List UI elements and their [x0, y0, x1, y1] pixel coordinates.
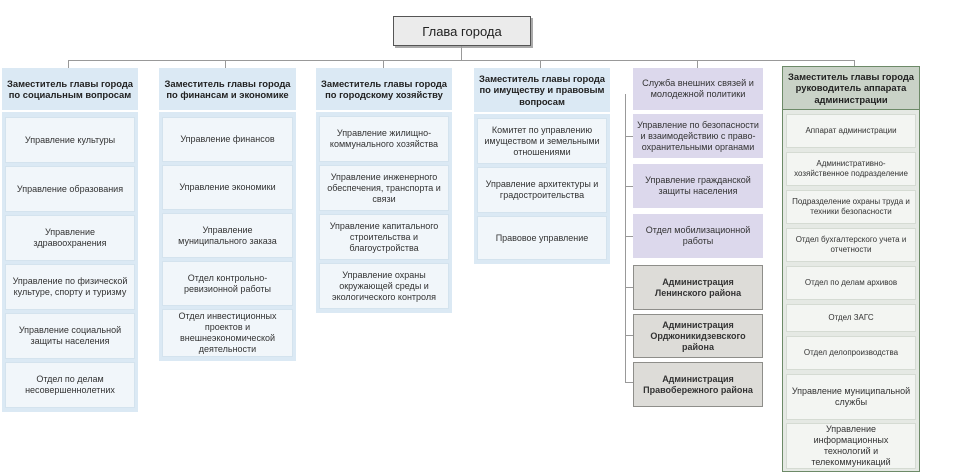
unit-label: Управление образования: [16, 183, 124, 194]
unit-label: Управление социальной защиты населения: [18, 325, 122, 346]
connector-col1: [68, 60, 69, 68]
district-admin-box: Администрация Правобережного района: [633, 362, 763, 407]
column-head-apparatus: Заместитель главы города руководитель ап…: [782, 66, 920, 110]
connector-col2: [225, 60, 226, 68]
column-head-finance: Заместитель главы города по финансам и э…: [159, 68, 296, 110]
unit-box: Управление экономики: [162, 165, 293, 210]
unit-box: Подразделение охраны труда и техники без…: [786, 190, 916, 224]
unit-label: Управление жилищно-коммунального хозяйст…: [329, 128, 439, 149]
connector-col5-branch: [625, 236, 633, 237]
unit-box: Управление культуры: [5, 117, 135, 163]
connector-col5-branch: [625, 186, 633, 187]
unit-box: Управление здравоохранения: [5, 215, 135, 261]
unit-label: Управление архитектуры и градостроительс…: [485, 179, 599, 200]
unit-box: Отдел мобилизационной работы: [633, 214, 763, 258]
unit-label: Администрация Правобережного района: [643, 373, 753, 395]
unit-label: Управление капитального строительства и …: [329, 220, 439, 253]
service-external-relations: Служба внешних связей и молодежной полит…: [633, 68, 763, 110]
unit-box: Управление финансов: [162, 117, 293, 162]
unit-label: Комитет по управлению имуществом и земел…: [484, 124, 600, 157]
unit-box: Управление жилищно-коммунального хозяйст…: [319, 116, 449, 162]
connector-col3: [383, 60, 384, 68]
column-head-city-economy: Заместитель главы города по городскому х…: [316, 68, 452, 110]
column-head-label: Заместитель главы города по имуществу и …: [478, 72, 606, 107]
unit-box: Управление архитектуры и градостроительс…: [477, 167, 607, 213]
unit-box: Отдел по делам архивов: [786, 266, 916, 300]
unit-label: Отдел мобилизационной работы: [645, 225, 751, 246]
unit-label: Отдел инвестиционных проектов и внешнеэк…: [178, 311, 277, 354]
connector-col5: [697, 60, 698, 68]
column-head-social: Заместитель главы города по социальным в…: [2, 68, 138, 110]
unit-label: Правовое управление: [495, 232, 589, 243]
connector-col5-branch: [625, 335, 633, 336]
unit-box: Административно-хозяйственное подразделе…: [786, 152, 916, 186]
unit-label: Отдел по делам несовершеннолетних: [25, 374, 115, 395]
unit-box: Отдел бухгалтерского учета и отчетности: [786, 228, 916, 262]
connector-col6: [854, 60, 855, 68]
unit-label: Управление инженерного обеспечения, тран…: [327, 171, 441, 204]
unit-label: Отдел ЗАГС: [828, 313, 874, 322]
unit-label: Управление по физической культуре, спорт…: [12, 276, 128, 297]
unit-label: Отдел контрольно-ревизионной работы: [183, 272, 272, 294]
unit-label: Подразделение охраны труда и техники без…: [792, 197, 910, 216]
unit-label: Управление муниципальной службы: [791, 386, 911, 407]
unit-label: Управление информационных технологий и т…: [811, 424, 891, 467]
connector-col4: [540, 60, 541, 68]
unit-label: Администрация Орджоникидзевского района: [650, 319, 746, 352]
connector-col5-branch: [625, 136, 633, 137]
root-node-mayor: Глава города: [393, 16, 531, 46]
column-head-label: Заместитель главы города по финансам и э…: [164, 77, 291, 101]
unit-box: Управление социальной защиты населения: [5, 313, 135, 359]
unit-label: Управление по безопасности и взаимодейст…: [637, 119, 759, 152]
unit-label: Управление финансов: [180, 134, 275, 144]
unit-box: Отдел ЗАГС: [786, 304, 916, 332]
unit-label: Управление культуры: [24, 134, 116, 145]
unit-box: Управление охраны окружающей среды и эко…: [319, 263, 449, 309]
unit-box: Правовое управление: [477, 216, 607, 260]
unit-label: Управление муниципального заказа: [178, 224, 277, 246]
column-head-label: Заместитель главы города руководитель ап…: [787, 70, 915, 105]
unit-box: Управление образования: [5, 166, 135, 212]
unit-box: Комитет по управлению имуществом и земел…: [477, 118, 607, 164]
unit-box: Отдел контрольно-ревизионной работы: [162, 261, 293, 306]
unit-label: Отдел делопроизводства: [803, 348, 899, 357]
connector-col5-vertical: [625, 94, 626, 382]
unit-box: Управление по безопасности и взаимодейст…: [633, 114, 763, 158]
connector-root-down: [461, 46, 462, 60]
unit-box: Отдел по делам несовершеннолетних: [5, 362, 135, 408]
unit-label: Управление здравоохранения: [33, 227, 107, 248]
connector-horizontal: [68, 60, 855, 61]
unit-box: Управление капитального строительства и …: [319, 214, 449, 260]
district-admin-box: Администрация Орджоникидзевского района: [633, 314, 763, 358]
unit-box: Отдел инвестиционных проектов и внешнеэк…: [162, 309, 293, 357]
unit-box: Управление муниципальной службы: [786, 374, 916, 420]
unit-label: Отдел по делам архивов: [804, 278, 898, 287]
unit-label: Служба внешних связей и молодежной полит…: [642, 78, 754, 99]
unit-label: Администрация Ленинского района: [654, 276, 742, 298]
unit-label: Административно-хозяйственное подразделе…: [794, 159, 908, 178]
unit-label: Отдел бухгалтерского учета и отчетности: [795, 235, 907, 254]
unit-label: Управление охраны окружающей среды и эко…: [331, 269, 436, 302]
unit-label: Управление экономики: [179, 182, 276, 192]
unit-box: Управление информационных технологий и т…: [786, 423, 916, 469]
connector-col5-branch: [625, 287, 633, 288]
root-label: Глава города: [422, 23, 502, 39]
unit-box: Управление гражданской защиты населения: [633, 164, 763, 208]
unit-label: Аппарат администрации: [805, 126, 897, 135]
connector-col5-branch: [625, 382, 633, 383]
unit-box: Управление муниципального заказа: [162, 213, 293, 258]
district-admin-box: Администрация Ленинского района: [633, 265, 763, 310]
unit-box: Отдел делопроизводства: [786, 336, 916, 370]
unit-box: Управление инженерного обеспечения, тран…: [319, 165, 449, 211]
unit-box: Аппарат администрации: [786, 114, 916, 148]
column-head-label: Заместитель главы города по социальным в…: [6, 77, 134, 101]
column-head-property: Заместитель главы города по имуществу и …: [474, 68, 610, 112]
unit-box: Управление по физической культуре, спорт…: [5, 264, 135, 310]
unit-label: Управление гражданской защиты населения: [645, 175, 751, 196]
column-head-label: Заместитель главы города по городскому х…: [320, 77, 448, 101]
